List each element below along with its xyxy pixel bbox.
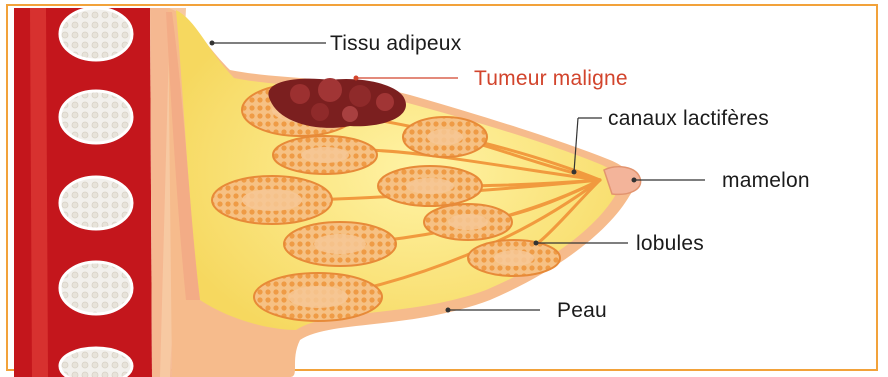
label-lobules: lobules [636,233,704,254]
label-tumor: Tumeur maligne [474,68,628,89]
label-nipple: mamelon [722,170,810,191]
label-skin: Peau [557,300,607,321]
label-ducts: canaux lactifères [608,108,769,129]
label-fat-tissue: Tissu adipeux [330,33,461,54]
